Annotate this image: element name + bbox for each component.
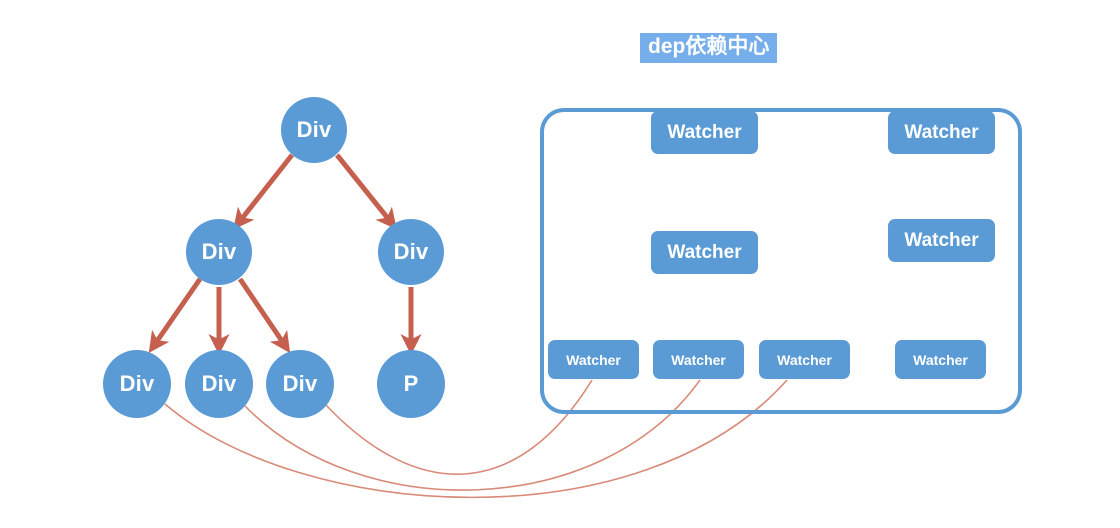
node-label: Div xyxy=(296,117,332,142)
tree-node-div-leaf-1[interactable]: Div xyxy=(103,350,171,418)
arrow-div1-to-div5 xyxy=(237,277,291,354)
watcher-box-8[interactable]: Watcher xyxy=(895,340,986,379)
watcher-label: Watcher xyxy=(904,229,979,251)
node-label: Div xyxy=(201,239,237,264)
watcher-label: Watcher xyxy=(777,351,832,368)
watcher-box-3[interactable]: Watcher xyxy=(651,231,758,274)
dep-center-container xyxy=(540,108,1022,414)
watcher-label: Watcher xyxy=(566,351,621,368)
arrow-div0-to-div1 xyxy=(233,153,294,230)
tree-node-div-root[interactable]: Div xyxy=(281,97,347,163)
dep-center-title: dep依赖中心 xyxy=(640,33,778,63)
watcher-box-2[interactable]: Watcher xyxy=(888,111,995,154)
tree-node-div-right[interactable]: Div xyxy=(378,219,444,285)
node-label: Div xyxy=(201,371,237,396)
node-label: Div xyxy=(393,239,429,264)
arrow-div1-to-div3 xyxy=(148,277,203,354)
watcher-label: Watcher xyxy=(913,351,968,368)
node-label: P xyxy=(403,371,419,396)
watcher-box-1[interactable]: Watcher xyxy=(651,111,758,154)
watcher-box-6[interactable]: Watcher xyxy=(653,340,744,379)
watcher-label: Watcher xyxy=(671,351,726,368)
watcher-box-7[interactable]: Watcher xyxy=(759,340,850,379)
tree-node-div-leaf-2[interactable]: Div xyxy=(185,350,253,418)
watcher-label: Watcher xyxy=(667,121,742,143)
arrow-div0-to-div2 xyxy=(335,153,397,230)
tree-node-div-leaf-3[interactable]: Div xyxy=(266,350,334,418)
watcher-box-5[interactable]: Watcher xyxy=(548,340,639,379)
tree-node-div-left[interactable]: Div xyxy=(186,219,252,285)
node-label: Div xyxy=(282,371,318,396)
watcher-label: Watcher xyxy=(667,241,742,263)
node-label: Div xyxy=(119,371,155,396)
watcher-box-4[interactable]: Watcher xyxy=(888,219,995,262)
watcher-label: Watcher xyxy=(904,121,979,143)
tree-node-p-leaf[interactable]: P xyxy=(377,350,445,418)
